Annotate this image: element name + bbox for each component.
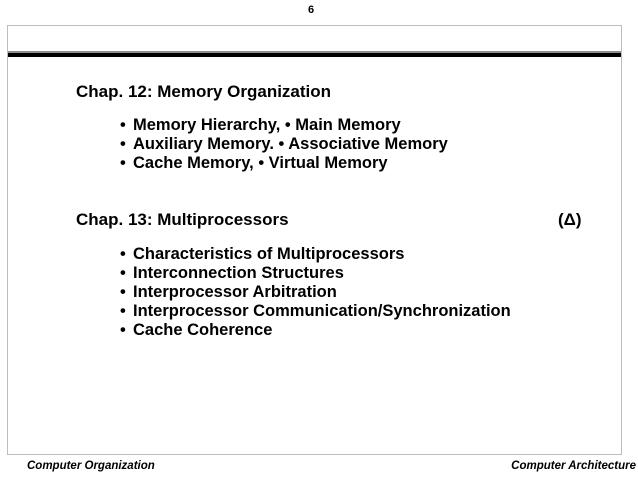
list-item-label: Auxiliary Memory. • Associative Memory <box>133 135 448 153</box>
bullet-icon: • <box>120 135 126 153</box>
title-divider-rule <box>8 51 621 57</box>
list-item-label: Interprocessor Communication/Synchroniza… <box>133 302 511 320</box>
page-number: 6 <box>307 4 315 16</box>
list-item: • Memory Hierarchy, • Main Memory <box>120 116 448 135</box>
list-item-label: Interprocessor Arbitration <box>133 283 337 301</box>
bullet-list-chapter-12: • Memory Hierarchy, • Main Memory • Auxili… <box>120 116 448 173</box>
bullet-list-chapter-13: • Characteristics of Multiprocessors • Int… <box>120 245 511 340</box>
divider-gray-line <box>8 51 621 53</box>
bullet-icon: • <box>120 245 126 263</box>
chapter-heading-12: Chap. 12: Memory Organization <box>76 81 331 102</box>
bullet-icon: • <box>120 321 126 339</box>
bullet-icon: • <box>120 283 126 301</box>
slide-frame: Chap. 12: Memory Organization • Memory Hi… <box>7 25 622 455</box>
list-item: • Auxiliary Memory. • Associative Memory <box>120 135 448 154</box>
list-item: • Interconnection Structures <box>120 264 511 283</box>
footer-left-label: Computer Organization <box>27 460 155 472</box>
bullet-icon: • <box>120 264 126 282</box>
list-item: • Interprocessor Arbitration <box>120 283 511 302</box>
list-item: • Cache Coherence <box>120 321 511 340</box>
bullet-icon: • <box>120 302 126 320</box>
slide-body: Chap. 12: Memory Organization • Memory Hi… <box>8 57 621 454</box>
chapter-heading-12-text: Chap. 12: Memory Organization <box>76 82 332 101</box>
list-item: • Interprocessor Communication/Synchroniz… <box>120 302 511 321</box>
list-item-label: Cache Coherence <box>133 321 273 339</box>
divider-black-line <box>8 53 621 57</box>
bullet-icon: • <box>120 116 126 134</box>
bullet-icon: • <box>120 154 126 172</box>
footer-right-label: Computer Architecture <box>511 460 636 472</box>
list-item-label: Cache Memory, • Virtual Memory <box>133 154 388 172</box>
chapter-heading-13: Chap. 13: Multiprocessors (Δ) <box>76 209 582 230</box>
delta-marker: (Δ) <box>558 210 582 229</box>
slide-title-band <box>8 26 621 51</box>
list-item-label: Memory Hierarchy, • Main Memory <box>133 116 401 134</box>
list-item: • Cache Memory, • Virtual Memory <box>120 154 448 173</box>
chapter-heading-13-text: Chap. 13: Multiprocessors <box>76 210 289 229</box>
slide-footer: Computer Organization Computer Architect… <box>0 458 638 478</box>
list-item-label: Interconnection Structures <box>133 264 344 282</box>
list-item: • Characteristics of Multiprocessors <box>120 245 511 264</box>
list-item-label: Characteristics of Multiprocessors <box>133 245 405 263</box>
